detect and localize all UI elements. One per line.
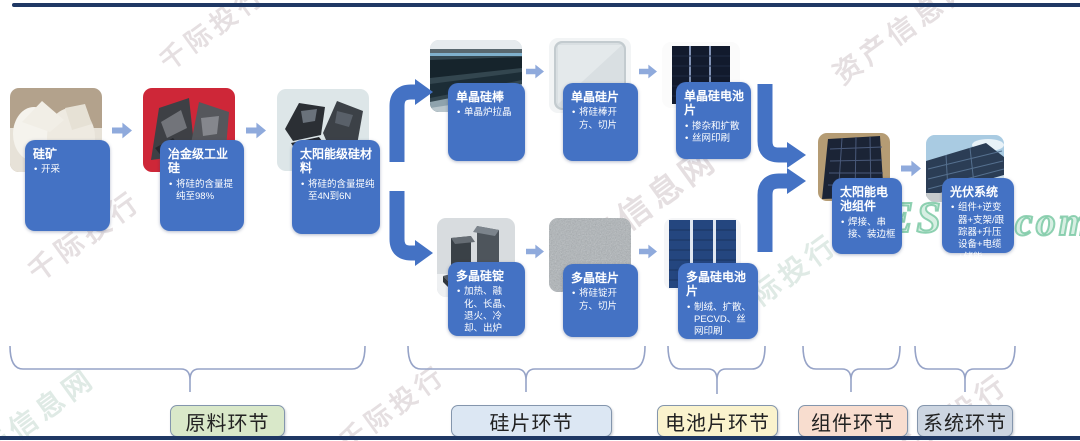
card-title: 冶金级工业硅	[168, 147, 229, 176]
card-bullet: 制绒、扩散、PECVD、丝网印刷	[686, 302, 753, 339]
card-solar-module: 太阳能电池组件 焊接、串接、装边框	[832, 178, 902, 254]
card-bullet: 掺杂和扩散	[684, 121, 746, 134]
card-mono-rod: 单晶硅棒 单晶炉拉晶	[448, 83, 525, 161]
card-metallurgical-silicon: 冶金级工业硅 将硅的含量提纯至98%	[160, 140, 244, 231]
bottom-border-line	[0, 436, 1080, 440]
stage-label-module: 组件环节	[798, 405, 908, 437]
flow-arrow-icon	[526, 244, 544, 259]
stage-label-wafer: 硅片环节	[451, 405, 612, 437]
brace-wafer	[407, 345, 646, 392]
watermark-text: 资产信息网	[827, 0, 980, 91]
card-bullet: 单晶炉拉晶	[456, 107, 520, 120]
card-bullet: 将硅棒开方、切片	[571, 107, 633, 132]
brace-raw	[9, 345, 366, 392]
stage-label-text: 硅片环节	[489, 412, 574, 435]
card-pv-system: 光伏系统 组件+逆变器+支架/跟踪器+升压设备+电缆+储能	[942, 178, 1014, 263]
flow-arrow-icon	[112, 122, 132, 139]
card-bullet: 将硅的含量提纯至4N到6N	[300, 179, 375, 204]
card-mono-wafer: 单晶硅片 将硅棒开方、切片	[563, 83, 638, 161]
card-title: 多晶硅锭	[456, 269, 505, 283]
flow-arrow-icon	[246, 122, 266, 139]
merge-arrow-bottom-icon	[757, 173, 787, 252]
stage-label-text: 原料环节	[185, 412, 270, 435]
stage-label-text: 电池片环节	[665, 412, 770, 435]
flow-arrow-icon	[526, 64, 544, 79]
card-title: 多晶硅片	[571, 271, 620, 285]
card-poly-wafer: 多晶硅片 将硅锭开方、切片	[563, 264, 638, 337]
card-poly-ingot: 多晶硅锭 加热、融化、长晶、退火、冷却、出炉	[448, 262, 525, 336]
card-mono-cell: 单晶硅电池片 掺杂和扩散 丝网印刷	[676, 82, 751, 159]
card-title: 光伏系统	[950, 185, 999, 199]
watermark-text: 千际投行	[333, 359, 452, 441]
card-solar-grade-silicon: 太阳能级硅材料 将硅的含量提纯至4N到6N	[292, 140, 380, 234]
card-bullet: 组件+逆变器+支架/跟踪器+升压设备+电缆+储能	[950, 202, 1009, 264]
merge-arrow-top-icon	[757, 84, 787, 163]
stage-label-text: 系统环节	[923, 412, 1007, 435]
watermark-text: 千际投行	[153, 0, 272, 77]
watermark-text: 资产信息网	[0, 362, 102, 441]
stage-label-system: 系统环节	[917, 405, 1013, 437]
brace-module	[802, 345, 901, 392]
flow-arrow-icon	[901, 160, 921, 177]
card-title: 太阳能电池组件	[840, 185, 889, 214]
brace-cell	[667, 345, 766, 394]
branch-arrow-down-icon	[389, 191, 415, 261]
card-silicon-ore: 硅矿 开采	[25, 140, 110, 231]
card-bullet: 将硅的含量提纯至98%	[168, 179, 239, 204]
stage-label-text: 组件环节	[811, 412, 895, 435]
top-border-line	[12, 3, 1080, 7]
card-title: 单晶硅棒	[456, 90, 505, 104]
card-title: 单晶硅电池片	[684, 89, 745, 118]
stage-label-raw-material: 原料环节	[170, 405, 285, 437]
card-title: 太阳能级硅材料	[300, 147, 373, 176]
branch-arrow-up-icon	[389, 84, 415, 162]
card-bullet: 焊接、串接、装边框	[840, 217, 897, 242]
stage-label-cell: 电池片环节	[657, 405, 778, 437]
card-title: 硅矿	[33, 147, 58, 161]
card-title: 单晶硅片	[571, 90, 620, 104]
brace-system	[914, 345, 1016, 392]
flow-arrow-icon	[639, 64, 657, 79]
flow-arrow-icon	[639, 244, 657, 259]
card-bullet: 开采	[33, 164, 105, 177]
card-bullet: 丝网印刷	[684, 133, 746, 146]
card-poly-cell: 多晶硅电池片 制绒、扩散、PECVD、丝网印刷	[678, 263, 758, 339]
card-title: 多晶硅电池片	[686, 270, 747, 299]
card-bullet: 将硅锭开方、切片	[571, 288, 633, 313]
card-bullet: 加热、融化、长晶、退火、冷却、出炉	[456, 286, 520, 335]
